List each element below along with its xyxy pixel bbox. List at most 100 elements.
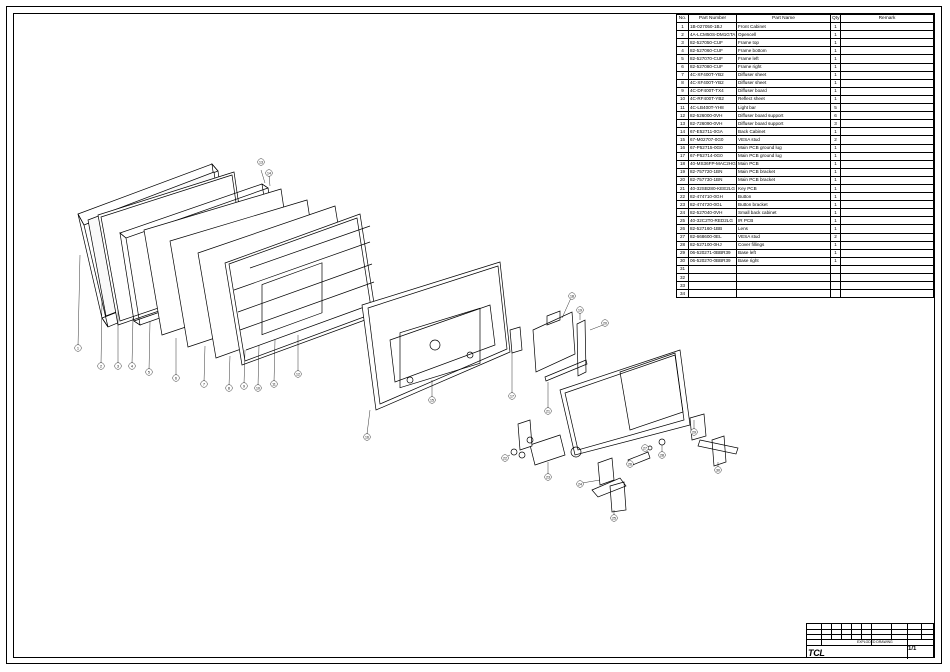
cell-remark: [840, 111, 934, 121]
cell-qty: 1: [830, 46, 841, 56]
cell-part-number: 40-32C2T0-RED2LG: [688, 216, 737, 226]
cell-part-number: 4C-DF400T-TX4: [688, 86, 737, 96]
cell-remark: [840, 46, 934, 56]
cell-part-name: Diffuser sheet: [736, 70, 831, 80]
cell-part-number: 40-32SB280-KEE2LG: [688, 183, 737, 194]
tcl-logo: TCL: [808, 648, 825, 658]
cell-part-number: 82-527060-CUF: [688, 46, 737, 56]
cell-part-number: 82-527040-0VH: [688, 208, 737, 218]
cell-remark: [840, 264, 934, 275]
cell-qty: 1: [830, 256, 841, 266]
small-back-cabinet-part: [529, 349, 691, 466]
cell-part-name: Key PCB: [736, 183, 831, 194]
callout-number: 1: [77, 346, 79, 350]
callout-number: 3: [117, 364, 119, 368]
callout-number: 4: [131, 364, 133, 368]
cell-no: 13: [676, 119, 689, 129]
cell-no: 2: [676, 30, 689, 40]
cell-remark: [840, 224, 934, 234]
callout-number: 27: [643, 446, 647, 450]
cell-no: 3: [676, 38, 689, 48]
table-header-row: No. Part Number Part Name Qty Remark: [676, 13, 934, 24]
cell-no: 30: [676, 256, 689, 266]
cell-part-number: 40-MS36FP-MAC2HG: [688, 159, 737, 169]
cell-part-number: [688, 272, 737, 283]
cell-part-name: Small back cabinet: [736, 208, 831, 218]
table-row: 31: [676, 264, 934, 275]
table-row: 33: [676, 281, 934, 291]
callout-number: 2: [100, 364, 102, 368]
cell-remark: [840, 216, 934, 226]
cell-qty: 1: [830, 143, 841, 153]
cell-qty: [830, 264, 841, 275]
cell-no: 33: [676, 281, 689, 291]
cell-part-number: 82-726090-0VH: [688, 119, 737, 129]
cell-no: 23: [676, 200, 689, 210]
cell-qty: 6: [830, 111, 841, 121]
cell-qty: 1: [830, 183, 841, 194]
cell-part-number: 06-520271-0BBR39: [688, 248, 737, 258]
cell-no: 20: [676, 175, 689, 185]
cell-part-name: Opencell: [736, 30, 831, 40]
cell-no: 15: [676, 135, 689, 145]
cell-part-number: 67-P52715-0G0: [688, 143, 737, 153]
cell-no: 8: [676, 78, 689, 88]
callout-number: 18: [570, 294, 574, 298]
cell-qty: [830, 289, 841, 299]
cell-part-number: [688, 264, 737, 275]
outer-border: [6, 6, 942, 664]
cell-remark: [840, 70, 934, 80]
cell-part-number: 4C-RF400T-YB2: [688, 94, 737, 105]
callout-number: 30: [716, 468, 720, 472]
cell-part-number: 82-527070-CUF: [688, 54, 737, 64]
cell-qty: [830, 281, 841, 291]
cell-remark: [840, 30, 934, 40]
cell-part-name: Main PCB bracket: [736, 167, 831, 177]
cell-part-name: IR PCB: [736, 216, 831, 226]
cell-part-number: 82-526000-0VH: [688, 111, 737, 121]
cell-part-number: 67-M02707-0G0: [688, 135, 737, 145]
callout-number: 21: [546, 409, 550, 413]
callout-balloons: [74, 158, 722, 522]
cell-no: 7: [676, 70, 689, 80]
cell-part-name: Main PCB ground lug: [736, 151, 831, 161]
cell-qty: 1: [830, 38, 841, 48]
cell-part-name: Light bar: [736, 103, 831, 113]
cell-no: 22: [676, 192, 689, 202]
cell-remark: [840, 143, 934, 153]
cell-no: 12: [676, 111, 689, 121]
header-part-number: Part Number: [688, 13, 737, 24]
main-pcb-part: [532, 310, 588, 382]
cell-remark: [840, 135, 934, 145]
cell-remark: [840, 151, 934, 161]
cell-qty: 1: [830, 216, 841, 226]
inner-border: [13, 13, 935, 658]
cell-part-name: VESA stud: [736, 232, 831, 242]
callout-number: 22: [503, 456, 507, 460]
cell-part-number: 1B-027050-1BJ: [688, 22, 737, 32]
cell-part-name: Frame right: [736, 62, 831, 72]
cell-part-name: Frame bottom: [736, 46, 831, 56]
cell-remark: [840, 167, 934, 177]
cell-qty: 5: [830, 103, 841, 113]
cell-part-number: 82-527080-CUF: [688, 62, 737, 72]
cell-part-name: Diffuser board support: [736, 111, 831, 121]
cell-part-name: Diffuser board support: [736, 119, 831, 129]
